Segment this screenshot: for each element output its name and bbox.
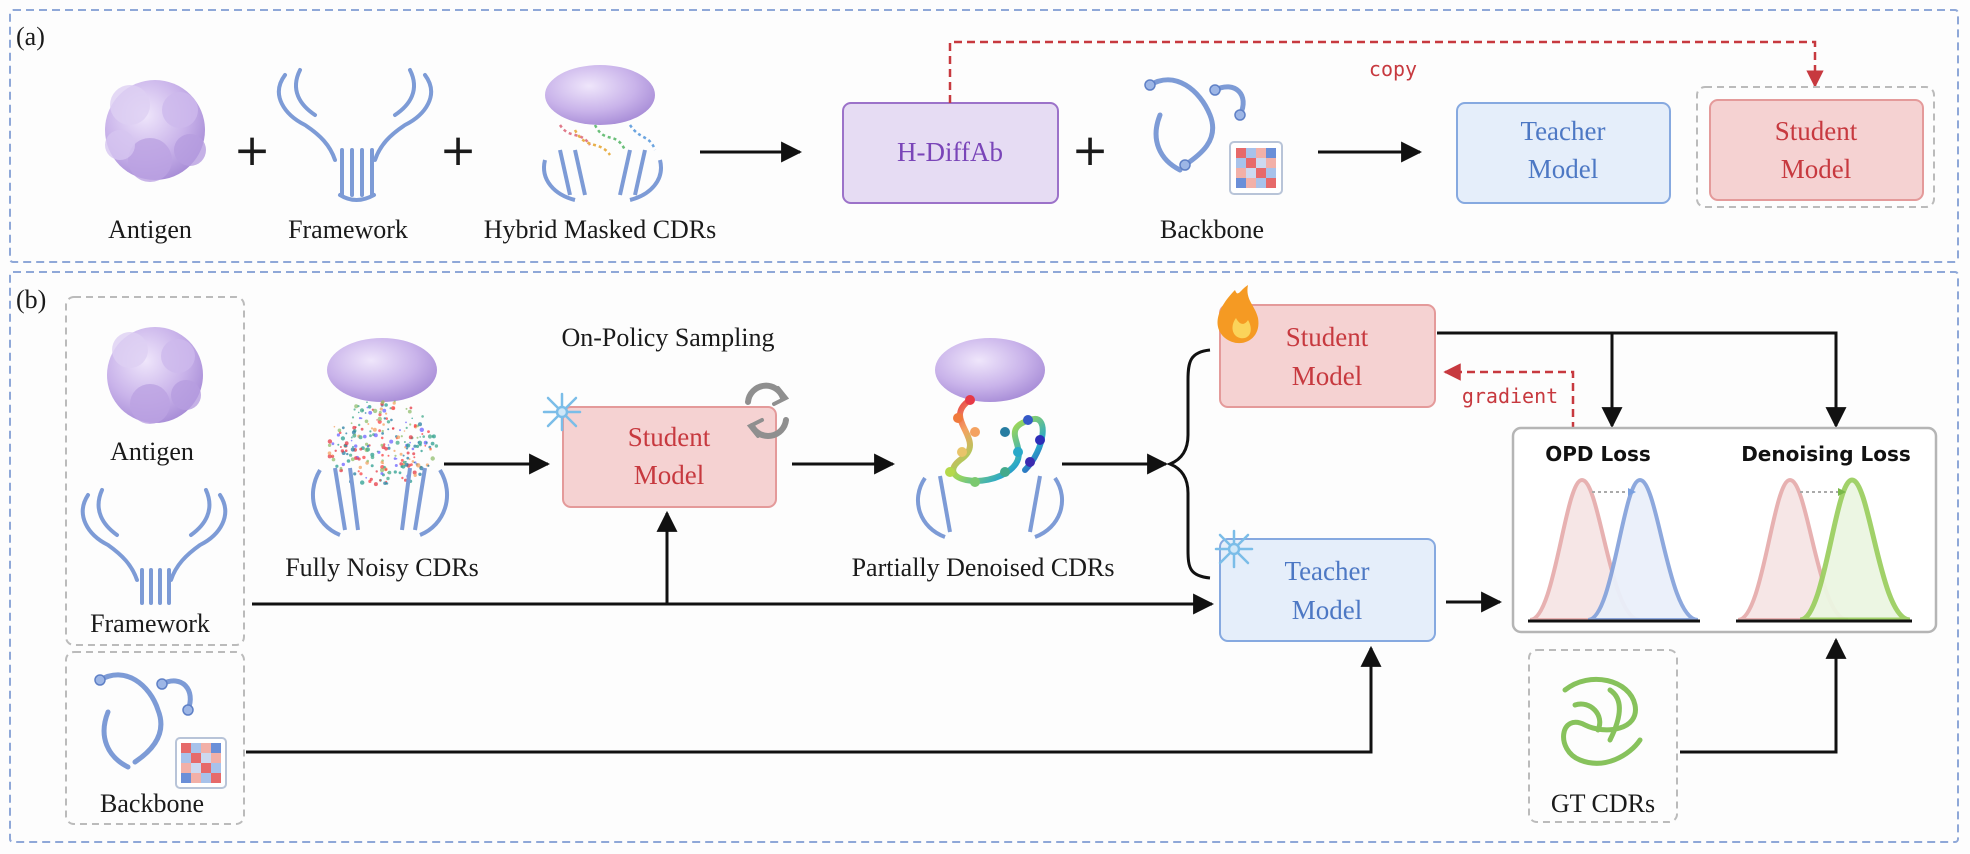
- snowflake-icon: [542, 392, 582, 432]
- backbone-group: [65, 651, 245, 825]
- antigen-label-b: Antigen: [110, 437, 194, 466]
- student-box-top: [1219, 304, 1436, 408]
- panel-a-tag: (a): [16, 22, 45, 51]
- student-top-line1: Student: [1286, 322, 1369, 352]
- teacher-box-b: [1219, 538, 1436, 642]
- backbone-structure-b: [94, 672, 227, 789]
- antigen-structure-b: [107, 327, 203, 424]
- gt-label: GT CDRs: [1551, 789, 1655, 818]
- plus-sign: +: [234, 125, 271, 176]
- panel-b-tag: (b): [16, 285, 46, 314]
- teacher-b-line1: Teacher: [1284, 556, 1369, 586]
- teacher-box-a: [1456, 102, 1671, 204]
- student-top-line2: Model: [1292, 361, 1363, 391]
- hybrid-masked-structure: [542, 65, 663, 202]
- gradient-label: gradient: [1462, 384, 1558, 408]
- student-box-a: [1709, 99, 1924, 201]
- backbone-label-a: Backbone: [1160, 215, 1264, 244]
- teacher-label-a-line1: Teacher: [1520, 116, 1605, 146]
- noisy-label: Fully Noisy CDRs: [285, 553, 479, 582]
- refresh-cycle-icon: [745, 382, 790, 439]
- backbone-to-teacher-arrow: [246, 645, 1382, 754]
- branch-brace: [1165, 348, 1211, 580]
- panel-b-border: [9, 271, 1959, 843]
- antigen-structure-a: [105, 80, 206, 182]
- partially-denoised-structure: [915, 338, 1065, 539]
- denoise-loss-label: Denoising Loss: [1741, 442, 1911, 466]
- copy-label: copy: [1369, 57, 1417, 81]
- student-box-a-wrapper: [1696, 86, 1935, 208]
- flame-icon: [1217, 285, 1259, 344]
- student-label-a-line1: Student: [1775, 116, 1858, 146]
- sampling-label: On-Policy Sampling: [561, 323, 774, 352]
- framework-label-a: Framework: [288, 215, 408, 244]
- gt-cdrs-group: [1528, 649, 1678, 823]
- hybrid-label: Hybrid Masked CDRs: [484, 215, 717, 244]
- panel-a-border: [9, 9, 1959, 263]
- denoise-loss-plot: [1736, 477, 1912, 623]
- framework-label-b: Framework: [90, 609, 210, 638]
- student-to-denoise-arrow: [1437, 331, 1847, 429]
- backbone-structure-a: [1144, 77, 1283, 195]
- gt-cdrs-structure: [1561, 676, 1643, 766]
- plus-sign: +: [1072, 125, 1109, 176]
- teacher-label-a-line2: Model: [1528, 154, 1599, 184]
- opd-loss-plot: [1528, 477, 1700, 623]
- backbone-label-b: Backbone: [100, 789, 204, 818]
- framework-structure-a: [277, 68, 433, 202]
- student-mid-line2: Model: [634, 460, 705, 490]
- snowflake-icon: [1214, 529, 1254, 569]
- student-box-mid: [562, 406, 777, 508]
- plus-sign: +: [440, 125, 477, 176]
- copy-arrow: [948, 40, 1824, 103]
- student-label-a-line2: Model: [1781, 154, 1852, 184]
- framework-structure-b: [80, 488, 228, 605]
- fully-noisy-structure: [310, 338, 450, 537]
- opd-loss-label: OPD Loss: [1545, 442, 1651, 466]
- partial-label: Partially Denoised CDRs: [852, 553, 1115, 582]
- gt-to-loss-arrow: [1680, 637, 1847, 754]
- antigen-label-a: Antigen: [108, 215, 192, 244]
- student-mid-line1: Student: [628, 422, 711, 452]
- antigen-framework-group: [65, 296, 245, 646]
- teacher-b-line2: Model: [1292, 595, 1363, 625]
- gradient-arrow: [1443, 363, 1575, 430]
- hdiffab-label: H-DiffAb: [897, 137, 1003, 167]
